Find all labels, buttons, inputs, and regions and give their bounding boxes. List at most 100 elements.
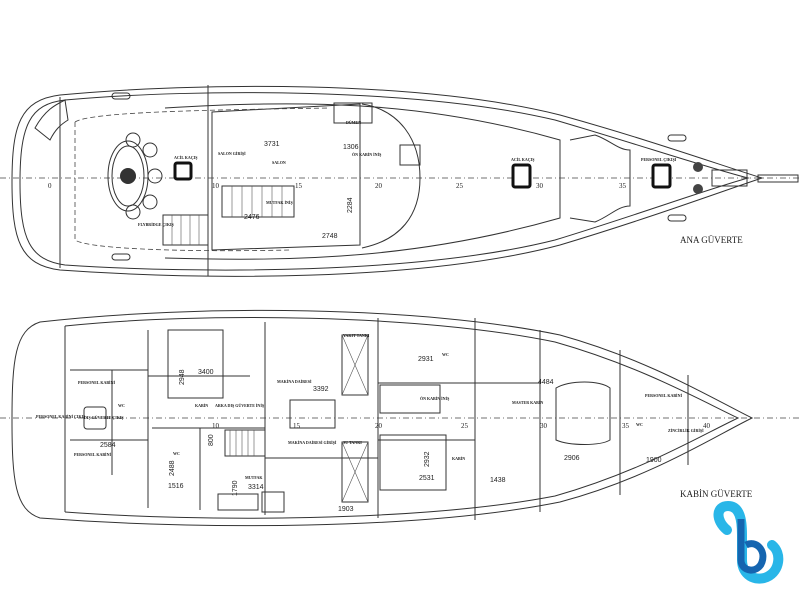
drawing-line: [693, 162, 703, 172]
drawing-label: FLYBRİDGE ÇIKIŞ: [138, 222, 175, 227]
brand-logo: [713, 500, 784, 584]
drawing-line: [221, 185, 295, 218]
drawing-line: [757, 174, 799, 183]
drawing-label: SU TANKI: [343, 440, 362, 445]
drawing-label: 20: [375, 422, 383, 430]
drawing-label: 2748: [322, 233, 338, 240]
drawing-line: [125, 204, 141, 220]
drawing-line: [737, 519, 767, 574]
drawing-line: [83, 406, 107, 430]
drawing-line: [379, 434, 447, 491]
drawing-label: MAKİNA DAİRESİ: [277, 379, 312, 384]
drawing-label: ACİL KAÇIŞ: [174, 155, 198, 160]
drawing-line: [231, 186, 283, 217]
drawing-label: 2584: [100, 442, 116, 449]
drawing-label: WC: [118, 403, 125, 408]
drawing-line: [341, 334, 369, 503]
drawing-label: 15: [293, 422, 301, 430]
drawing-label: 2488: [169, 460, 176, 476]
drawing-line: [70, 369, 540, 510]
drawing-line: [224, 429, 266, 457]
master-bed: [555, 381, 611, 445]
emergency-hatch-aft: [173, 161, 193, 181]
drawing-label: 25: [461, 422, 469, 430]
drawing-label: 35: [622, 422, 630, 430]
drawing-label: KABİN: [452, 456, 465, 461]
drawing-label: 30: [536, 182, 544, 190]
drawing-line: [125, 132, 141, 148]
drawing-line: [217, 493, 259, 511]
drawing-label: 2531: [419, 475, 435, 482]
main-deck-hull-inner: [19, 92, 750, 271]
drawing-label: PERSONEL KABİNİ ÇIKIŞ: [36, 414, 86, 419]
drawing-label: YAKIT TANKI: [343, 333, 370, 338]
drawing-line: [399, 144, 421, 166]
drawing-label: 20: [375, 182, 383, 190]
drawing-line: [211, 103, 361, 251]
drawing-label: 4484: [538, 379, 554, 386]
drawing-line: [164, 103, 561, 260]
drawing-label: 2476: [244, 214, 260, 221]
crew-hatch: [651, 163, 672, 189]
drawing-label: 1306: [343, 144, 359, 151]
drawing-line: [34, 99, 69, 141]
drawing-line: [142, 194, 158, 210]
drawing-label: 1903: [338, 506, 354, 513]
drawing-line: [341, 334, 369, 396]
drawing-line: [111, 92, 131, 100]
drawing-line: [711, 169, 748, 187]
drawing-label: DÜMEN: [346, 120, 361, 125]
drawing-label: WC: [442, 352, 449, 357]
drawing-line: [167, 329, 224, 399]
compass-rose-icon: [120, 168, 136, 184]
drawing-line: [74, 107, 331, 252]
drawing-label: DIŞ GÜVERTE ÇIKIŞ: [84, 415, 124, 420]
drawing-label: 1438: [490, 477, 506, 484]
drawing-label: PERSONEL KABİNİ: [645, 393, 682, 398]
main-deck-plan: 0 10 15 20 25 30 35 ACİL KAÇIŞ FLYBRİDGE…: [0, 85, 800, 277]
drawing-label: 2948: [179, 369, 186, 385]
emergency-hatch-fwd: [511, 163, 532, 189]
drawing-line: [379, 384, 441, 414]
drawing-label: ÖN KABİN İNİŞ: [420, 396, 450, 401]
drawing-label: 2284: [347, 197, 354, 213]
drawing-label: 0: [48, 182, 52, 190]
drawing-label: WC: [173, 451, 180, 456]
drawing-label: ACİL KAÇIŞ: [511, 157, 535, 162]
drawing-label: PERSONEL ÇIKIŞI: [641, 157, 677, 162]
drawing-label: MASTER KABİN: [512, 400, 543, 405]
drawing-label: 3400: [198, 369, 214, 376]
drawing-line: [171, 215, 200, 245]
drawing-label: ÖN KABİN İNİŞ: [352, 152, 382, 157]
drawing-line: [147, 168, 163, 184]
drawing-label: MUTFAK İNİŞ: [266, 200, 293, 205]
drawing-line: [111, 253, 131, 261]
drawing-label: 30: [540, 422, 548, 430]
drawing-line: [667, 214, 687, 222]
drawing-label: 2906: [564, 455, 580, 462]
drawing-label: MUTFAK: [245, 475, 263, 480]
drawing-label: WC: [636, 422, 643, 427]
drawing-label: KABİN: [195, 403, 208, 408]
drawing-label: 3392: [313, 386, 329, 393]
drawing-line: [667, 134, 687, 142]
drawing-label: 1516: [168, 483, 184, 490]
drawing-label: PERSONEL KABİNİ: [78, 380, 115, 385]
drawing-line: [693, 184, 703, 194]
drawing-label: 1900: [646, 457, 662, 464]
drawing-label: SALON GİRİŞİ: [218, 151, 246, 156]
drawing-label: 2931: [418, 356, 434, 363]
drawing-line: [162, 214, 209, 246]
drawing-line: [361, 103, 421, 249]
cabin-deck-plan: 10 15 20 25 30 35 40 PERSONEL KABİNİ PER…: [0, 309, 800, 527]
cabin-deck-title: KABİN GÜVERTE: [680, 489, 753, 499]
drawing-line: [289, 399, 336, 429]
main-deck-title: ANA GÜVERTE: [680, 235, 743, 245]
drawing-label: ARKA DIŞ GÜVERTE İNİŞ: [215, 403, 265, 408]
drawing-line: [261, 491, 285, 513]
drawing-line: [147, 318, 689, 520]
main-deck-hull-outer: [11, 85, 764, 277]
drawing-label: MAKİNA DAİRESİ GİRİŞİ: [288, 440, 337, 445]
drawing-label: 25: [456, 182, 464, 190]
cabin-deck-hull-outer: [11, 309, 754, 527]
